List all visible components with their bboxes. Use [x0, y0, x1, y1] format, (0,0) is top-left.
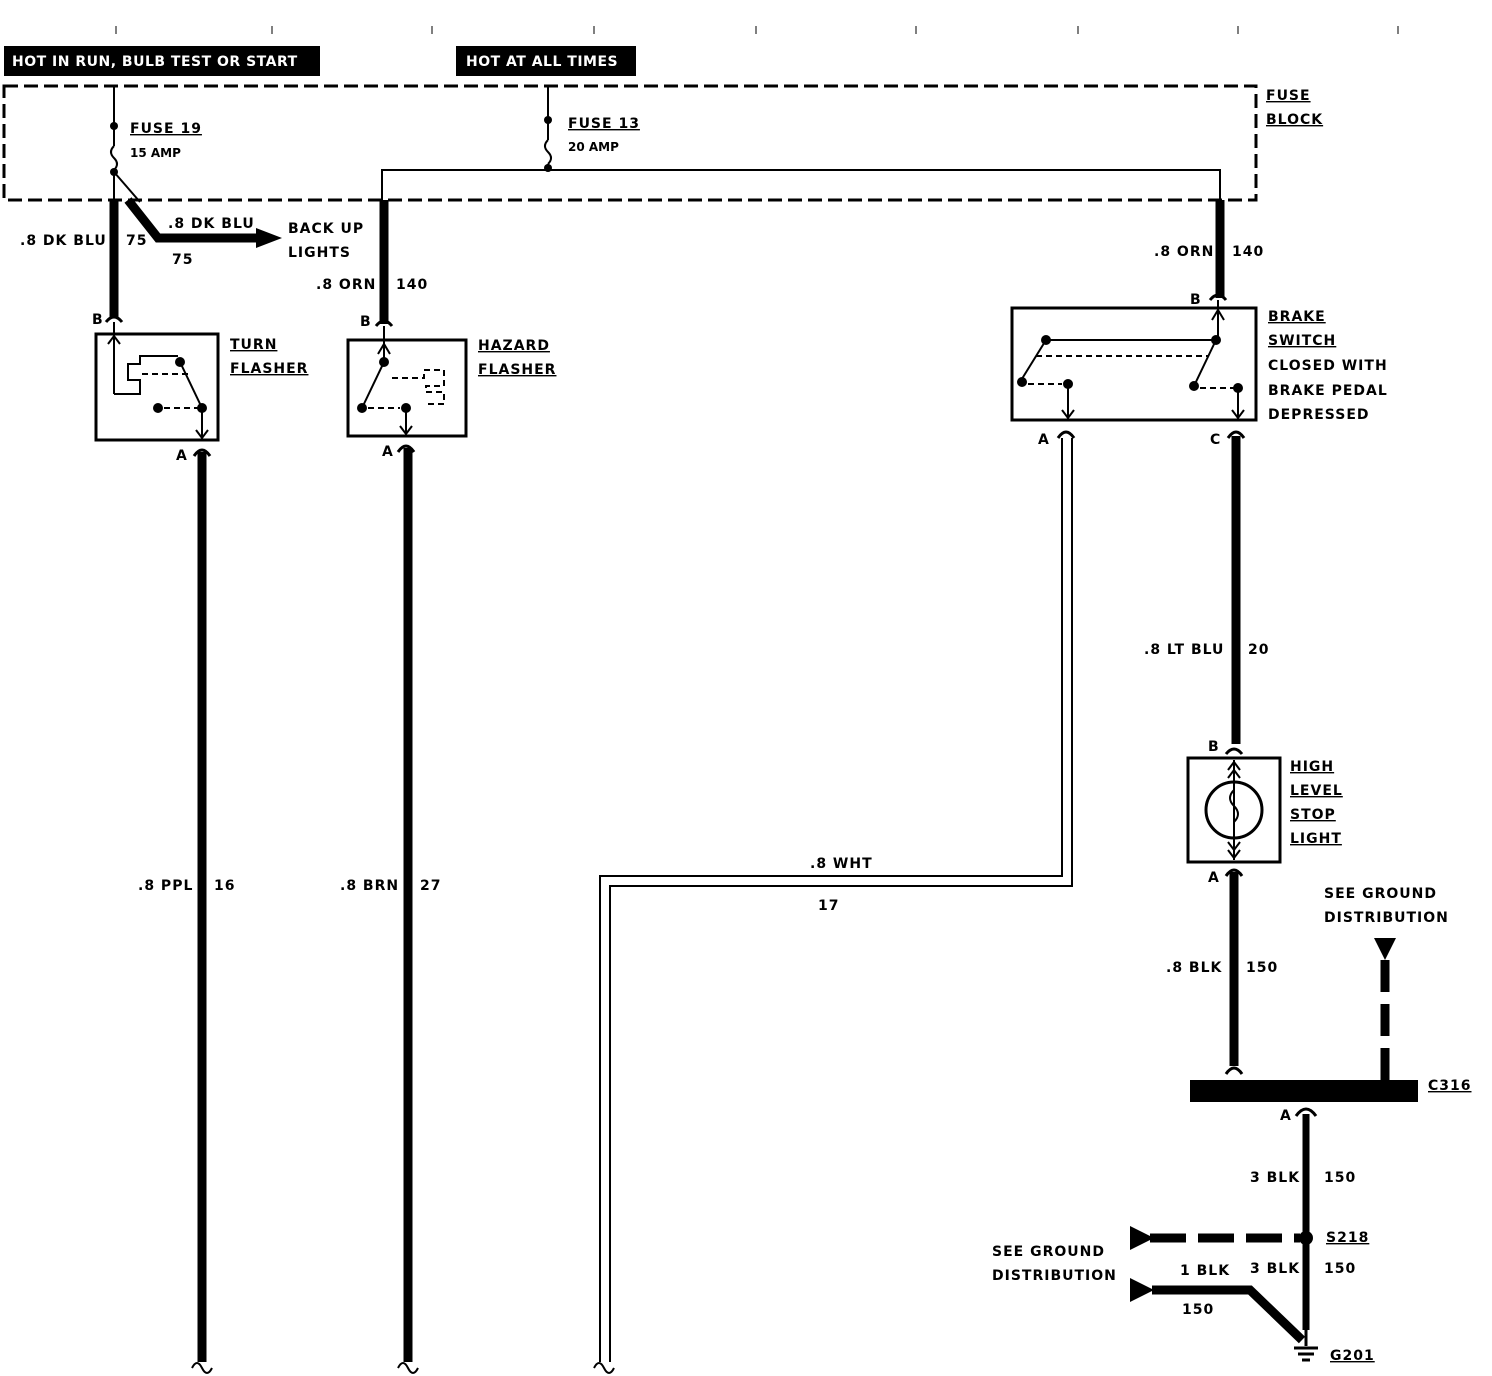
- brake-switch-terminal-b: B: [1190, 292, 1202, 308]
- header-hot-all-label: HOT AT ALL TIMES: [466, 54, 618, 70]
- back-up-arrow: [256, 228, 282, 248]
- brake-switch-label-2: SWITCH: [1268, 333, 1336, 349]
- hazard-flasher: [346, 319, 468, 453]
- ground-g201-label: G201: [1330, 1348, 1375, 1364]
- turn-flasher-terminal-a: A: [176, 448, 188, 464]
- brake-switch-label-5: DEPRESSED: [1268, 407, 1370, 423]
- ground-ref-upper-arrow: [1374, 938, 1396, 960]
- brake-switch-label-4: BRAKE PEDAL: [1268, 383, 1388, 399]
- fuse-13-rating: 20 AMP: [568, 140, 619, 154]
- ground-ref-lower-arrow-2: [1130, 1278, 1154, 1302]
- fuse-19-rating: 15 AMP: [130, 146, 181, 160]
- wire-brn-label: .8 BRN: [340, 878, 399, 894]
- stop-light-terminal-b: B: [1208, 739, 1220, 755]
- stop-light-terminal-a: A: [1208, 870, 1220, 886]
- wire-blk-1-150: [1152, 1285, 1306, 1344]
- brake-switch-label-1: BRAKE: [1268, 309, 1326, 325]
- hazard-flasher-label-1: HAZARD: [478, 338, 550, 354]
- splice-s218-label: S218: [1326, 1230, 1369, 1246]
- wire-blk-3-upper-circuit: 150: [1324, 1170, 1356, 1186]
- fuse-block-label-1: FUSE: [1266, 88, 1311, 104]
- wire-dk-blu-circuit: 75: [126, 233, 147, 249]
- brake-switch-terminal-a: A: [1038, 432, 1050, 448]
- ground-ref-lower-arrow-1: [1130, 1226, 1154, 1250]
- back-up-lights-label-2: LIGHTS: [288, 245, 351, 261]
- turn-flasher-label-1: TURN: [230, 337, 277, 353]
- fuse-block-outline: [2, 84, 1258, 202]
- ground-ref-upper-1: SEE GROUND: [1324, 886, 1437, 902]
- stop-light-label-1: HIGH: [1290, 759, 1334, 775]
- wire-lt-blu-label: .8 LT BLU: [1144, 642, 1224, 658]
- ground-ref-lower-2: DISTRIBUTION: [992, 1268, 1117, 1284]
- c316-terminal-a: A: [1280, 1108, 1292, 1124]
- brake-switch: [1010, 293, 1258, 439]
- connector-c316: [1190, 1080, 1418, 1102]
- connector-c316-label: C316: [1428, 1078, 1472, 1094]
- hazard-flasher-terminal-b: B: [360, 314, 372, 330]
- hazard-flasher-terminal-a: A: [382, 444, 394, 460]
- hazard-flasher-label-2: FLASHER: [478, 362, 556, 378]
- header-hot-run-label: HOT IN RUN, BULB TEST OR START: [12, 54, 298, 70]
- wire-blk-08-circuit: 150: [1246, 960, 1278, 976]
- header-hot-run: HOT IN RUN, BULB TEST OR START: [4, 46, 320, 76]
- wire-orn-brake-circuit: 140: [1232, 244, 1264, 260]
- ground-g201-icon: [1294, 1330, 1318, 1362]
- brake-switch-label-3: CLOSED WITH: [1268, 358, 1388, 374]
- fuse-19: [110, 86, 141, 203]
- fuse-13-bus: [381, 169, 1221, 200]
- wire-ppl-label: .8 PPL: [138, 878, 193, 894]
- wire-orn-hazard-circuit: 140: [396, 277, 428, 293]
- stop-light-label-2: LEVEL: [1290, 783, 1343, 799]
- stop-light-label-3: STOP: [1290, 807, 1336, 823]
- brake-switch-terminal-c: C: [1210, 432, 1221, 448]
- branch-dk-blu-circuit: 75: [172, 252, 193, 268]
- ground-ref-lower-1: SEE GROUND: [992, 1244, 1105, 1260]
- fuse-19-name: FUSE 19: [130, 121, 202, 137]
- stop-light: [1186, 747, 1282, 877]
- wire-back-up-branch: [124, 197, 258, 243]
- wire-wht-17: [593, 438, 1073, 1374]
- turn-flasher-label-2: FLASHER: [230, 361, 308, 377]
- header-hot-all: HOT AT ALL TIMES: [456, 46, 636, 76]
- branch-dk-blu-label: .8 DK BLU: [168, 216, 255, 232]
- wire-orn-hazard-label: .8 ORN: [316, 277, 376, 293]
- fuse-block-label-2: BLOCK: [1266, 112, 1323, 128]
- wire-blk-3-upper-label: 3 BLK: [1250, 1170, 1300, 1186]
- ground-ref-upper-2: DISTRIBUTION: [1324, 910, 1449, 926]
- wire-wht-label: .8 WHT: [810, 856, 873, 872]
- wire-wht-circuit: 17: [818, 898, 839, 914]
- back-up-lights-label-1: BACK UP: [288, 221, 364, 237]
- top-ticks: [115, 26, 1399, 34]
- turn-flasher: [94, 315, 220, 457]
- wire-blk-08-label: .8 BLK: [1166, 960, 1223, 976]
- splice-s218: [1299, 1231, 1313, 1245]
- wire-dk-blu-label: .8 DK BLU: [20, 233, 107, 249]
- wire-blk-1-label: 1 BLK: [1180, 1263, 1230, 1279]
- turn-flasher-terminal-b: B: [92, 312, 104, 328]
- wire-orn-brake-label: .8 ORN: [1154, 244, 1214, 260]
- wire-lt-blu-circuit: 20: [1248, 642, 1269, 658]
- fuse-13: [544, 86, 552, 172]
- stop-light-label-4: LIGHT: [1290, 831, 1342, 847]
- wire-brn-circuit: 27: [420, 878, 441, 894]
- wire-blk-1-circuit: 150: [1182, 1302, 1214, 1318]
- fuse-13-name: FUSE 13: [568, 116, 640, 132]
- wire-ppl-circuit: 16: [214, 878, 235, 894]
- wire-blk-3-lower-label: 3 BLK: [1250, 1261, 1300, 1277]
- wire-blk-3-lower-circuit: 150: [1324, 1261, 1356, 1277]
